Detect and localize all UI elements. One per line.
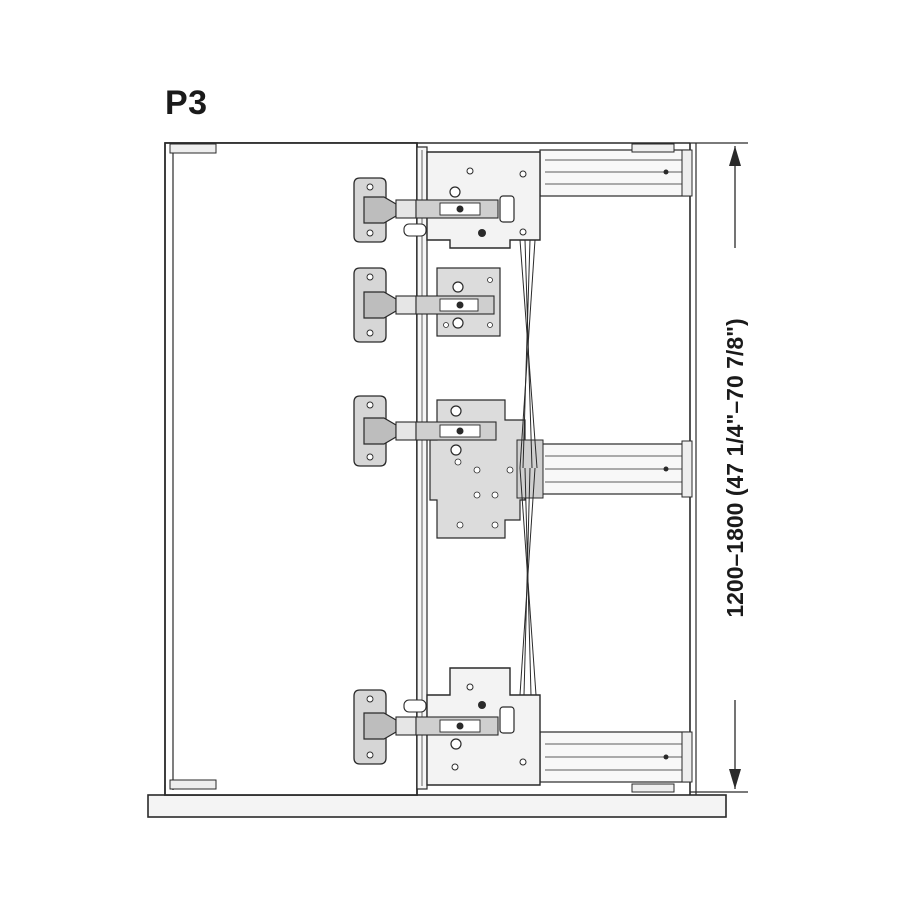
dimension-line [690, 142, 748, 793]
figure-label: P3 [165, 84, 208, 122]
hinge-2 [353, 267, 495, 343]
vertical-profile [416, 146, 428, 790]
hinge-4 [353, 689, 499, 765]
arrow-up-icon [729, 146, 741, 166]
bottom-guide-rail [539, 731, 693, 793]
base-plate [147, 785, 727, 818]
top-guide-rail [539, 143, 693, 197]
dimension-label: 1200–1800 (47 1/4"–70 7/8") [722, 318, 748, 617]
hinge-3 [353, 395, 497, 467]
crossing-cables [519, 239, 538, 696]
arrow-down-icon [729, 769, 741, 789]
hinge-1 [353, 177, 499, 243]
middle-guide-rail [539, 440, 693, 498]
